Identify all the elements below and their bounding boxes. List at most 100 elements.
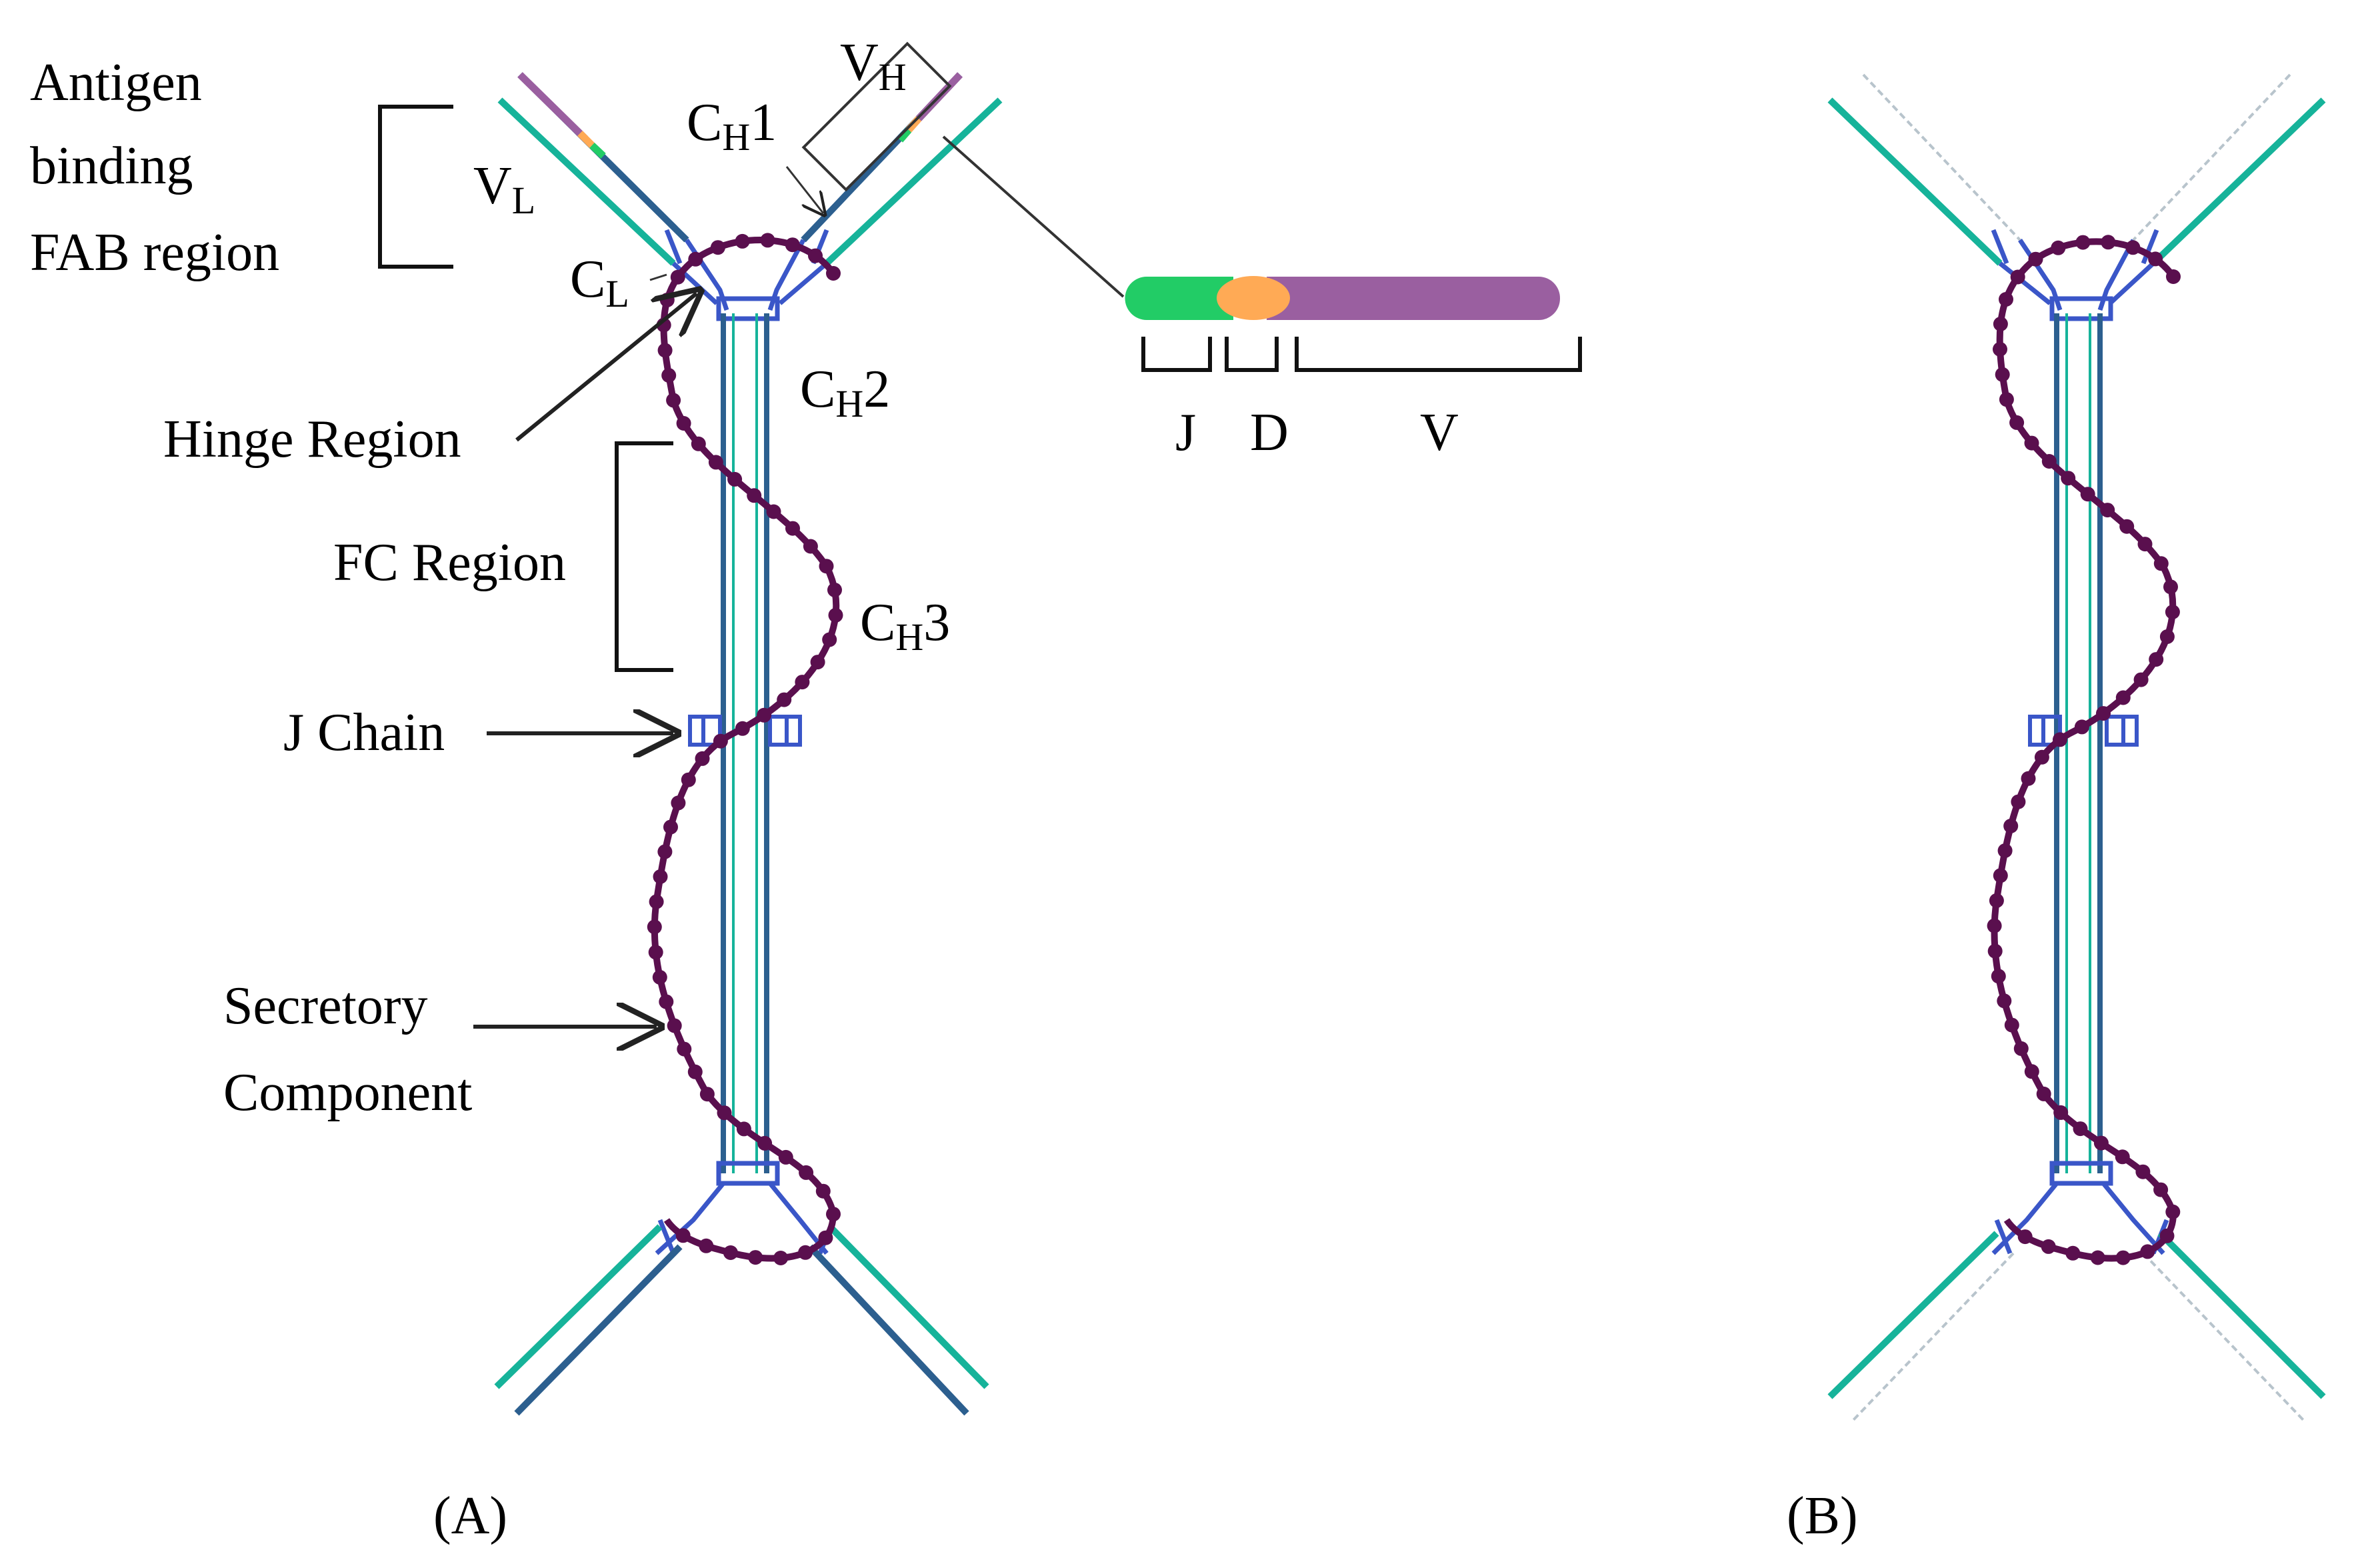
j-chain-label: J Chain: [283, 703, 445, 762]
j-bracket: [1141, 337, 1212, 372]
secretory-bead: [2004, 1017, 2019, 1033]
secretory-bead: [736, 1121, 751, 1137]
gene-v-label: V: [1420, 403, 1459, 462]
secretory-bead: [1987, 943, 2003, 959]
gene-segment-bar: J D V: [1125, 276, 1582, 462]
gene-j-segment: [1125, 277, 1233, 320]
secretory-bead: [659, 293, 675, 307]
secretory-bead: [1999, 392, 2014, 407]
antigen-binding-bracket: [378, 105, 453, 269]
secretory-bead: [2024, 435, 2039, 451]
secretory-bead: [708, 455, 723, 470]
secretory-bead: [649, 894, 664, 909]
secretory-bead: [2153, 1182, 2169, 1197]
b-secretory-component: [1991, 238, 2177, 1262]
secretory-bead: [1999, 292, 2013, 307]
cl-label: CL: [570, 250, 629, 315]
secretory-beads: [647, 233, 843, 1265]
secretory-bead: [760, 233, 775, 248]
ch1-arrow: [785, 166, 823, 213]
secretory-bead: [2149, 652, 2164, 667]
secretory-bead: [2100, 503, 2115, 518]
secretory-bead: [808, 248, 823, 263]
gene-v-segment: [1267, 277, 1560, 320]
secretory-bead: [676, 416, 691, 431]
v-bracket: [1295, 337, 1582, 372]
secretory-bead: [723, 1245, 738, 1260]
secretory-bead: [727, 471, 743, 487]
secretory-bead: [766, 504, 781, 519]
secretory-bead: [827, 582, 842, 597]
b-bottom-right-arm: [2142, 1231, 2326, 1421]
panel-a: Antigen binding FAB region VL VH CH1 CL …: [30, 33, 1125, 1545]
ch1-label: CH1: [687, 93, 777, 159]
secretory-bead: [2024, 1064, 2039, 1079]
secretory-bead: [688, 251, 703, 267]
secretory-bead: [661, 368, 677, 383]
top-left-arm: [497, 72, 689, 266]
secretory-bead: [2096, 706, 2111, 721]
secretory-bead: [2093, 1135, 2109, 1151]
secretory-bead: [687, 1064, 703, 1079]
panel-b: (B): [1787, 73, 2326, 1545]
secretory-bead: [1989, 893, 2004, 908]
b-top-right-arm: [2132, 73, 2326, 266]
secretory-bead: [810, 655, 825, 670]
secretory-bead: [828, 607, 843, 623]
top-right-arm: [801, 72, 1003, 266]
secretory-bead: [2041, 454, 2057, 469]
secretory-bead: [785, 237, 800, 253]
secretory-bead: [747, 488, 762, 503]
secretory-bead: [2166, 269, 2181, 284]
fc-stalk: [721, 313, 769, 1173]
secretory-bead: [2137, 537, 2153, 552]
secretory-bead: [2013, 1041, 2029, 1056]
secretory-bead: [1993, 317, 2008, 331]
antigen-binding-label: Antigen: [30, 53, 202, 112]
secretory-bead: [803, 539, 818, 554]
gene-j-label: J: [1175, 403, 1196, 462]
secretory-bead: [2009, 415, 2025, 430]
secretory-bead: [1987, 918, 2002, 933]
secretory-bead: [652, 969, 667, 985]
secretory-bead: [681, 772, 696, 787]
b-top-left-arm: [1827, 73, 2021, 266]
bottom-right-arm: [807, 1224, 989, 1416]
secretory-bead: [2115, 1250, 2131, 1265]
secretory-bead: [2125, 240, 2141, 255]
secretory-bead: [677, 1041, 692, 1057]
hinge-arrow: [515, 293, 697, 442]
secretory-bead: [815, 1183, 831, 1199]
secretory-bead: [1995, 367, 2010, 382]
vh-highlight: [801, 41, 1125, 298]
antigen-binding-label-3: FAB region: [30, 223, 279, 282]
secretory-bead: [663, 819, 678, 835]
secretory-bead: [710, 240, 725, 255]
secretory-bead: [666, 393, 681, 408]
secretory-bead: [757, 1135, 773, 1151]
secretory-bead: [2017, 1229, 2033, 1245]
fc-bracket: [615, 441, 673, 672]
secretory-bead: [2034, 749, 2049, 765]
secretory-bead: [2036, 1086, 2051, 1101]
secretory-bead: [2073, 1121, 2088, 1137]
secretory-bead: [795, 675, 810, 690]
secretory-bead: [2119, 519, 2135, 534]
secretory-bead: [2061, 471, 2076, 486]
b-j-chain-box: [2028, 715, 2139, 747]
secretory-bead: [2140, 1244, 2155, 1259]
hinge-label: Hinge Region: [163, 410, 461, 469]
secretory-bead: [1991, 969, 2006, 984]
secretory-bead: [675, 1228, 691, 1243]
secretory-bead: [778, 1149, 793, 1165]
secretory-bead: [670, 269, 685, 285]
secretory-bead: [798, 1245, 813, 1260]
secretory-bead: [671, 795, 686, 811]
secretory-bead: [2051, 240, 2066, 255]
d-bracket: [1225, 337, 1279, 372]
secretory-bead: [2165, 605, 2180, 619]
ch2-label: CH2: [800, 360, 890, 425]
cl-arrow: [649, 273, 667, 281]
secretory-bead: [2003, 819, 2019, 833]
secretory-bead: [717, 1105, 732, 1121]
